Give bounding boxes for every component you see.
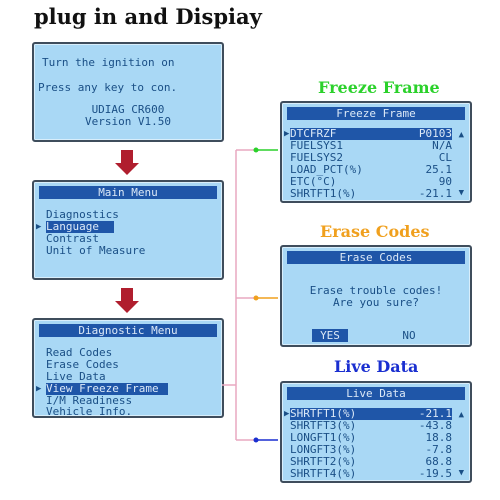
row-key: DTCFRZF <box>290 127 337 140</box>
freeze-frame-row[interactable]: DTCFRZF P0103 <box>290 128 452 140</box>
row-value: -7.8 <box>425 443 453 456</box>
freeze-frame-row[interactable]: FUELSYS2 CL <box>290 152 452 164</box>
row-value: -21.1 <box>418 187 452 200</box>
row-key: SHRTFT1(%) <box>290 187 357 200</box>
freeze-frame-title: Freeze Frame <box>287 107 465 120</box>
row-key: FUELSYS2 <box>290 151 343 164</box>
erase-confirm-question: Are you sure? <box>332 296 420 309</box>
row-value: -21.1 <box>418 407 452 420</box>
start-line: Press any key to con. <box>38 81 178 94</box>
row-value: 18.8 <box>425 431 453 444</box>
start-line: Version V1.50 <box>84 115 172 128</box>
menu-item-im-readiness[interactable]: I/M Readiness <box>46 394 133 407</box>
row-value: 25.1 <box>425 163 453 176</box>
flow-down-arrow-icon <box>115 288 139 314</box>
live-data-row[interactable]: SHRTFT2(%) 68.8 <box>290 456 452 468</box>
live-data-row[interactable]: SHRTFT1(%) -21.1 <box>290 408 452 420</box>
row-key: SHRTFT2(%) <box>290 455 357 468</box>
main-menu-screen: Main Menu Diagnostics ▶ Language Contras… <box>32 180 224 280</box>
menu-item-unit-of-measure[interactable]: Unit of Measure <box>46 244 146 257</box>
live-data-row[interactable]: LONGFT1(%) 18.8 <box>290 432 452 444</box>
row-key: SHRTFT4(%) <box>290 467 357 480</box>
row-key: ETC(°C) <box>290 175 337 188</box>
diagnostic-menu-title: Diagnostic Menu <box>39 324 217 337</box>
main-menu-title: Main Menu <box>39 186 217 199</box>
menu-item-live-data[interactable]: Live Data <box>46 370 106 383</box>
erase-message: Erase trouble codes! <box>309 284 443 297</box>
section-title-freeze-frame: Freeze Frame <box>318 78 440 97</box>
erase-codes-screen: Erase Codes Erase trouble codes! Are you… <box>280 245 472 347</box>
selector-caret-icon: ▶ <box>284 129 290 139</box>
freeze-frame-row[interactable]: ETC(°C) 90 <box>290 176 452 188</box>
row-key: LONGFT3(%) <box>290 443 357 456</box>
freeze-frame-screen: Freeze Frame ▶ DTCFRZF P0103 FUELSYS1 N/… <box>280 101 472 203</box>
menu-item-language[interactable]: Language <box>46 221 114 233</box>
selector-caret-icon: ▶ <box>36 222 42 232</box>
selector-caret-icon: ▶ <box>36 384 42 394</box>
freeze-frame-row[interactable]: LOAD_PCT(%) 25.1 <box>290 164 452 176</box>
row-key: LOAD_PCT(%) <box>290 163 363 176</box>
row-value: 68.8 <box>425 455 453 468</box>
menu-item-view-freeze-frame[interactable]: View Freeze Frame <box>46 383 168 395</box>
page-title: plug in and Dispiay <box>34 4 262 29</box>
scroll-down-icon[interactable]: ▼ <box>458 188 464 198</box>
row-value: CL <box>438 151 452 164</box>
section-title-live-data: Live Data <box>334 357 419 376</box>
scroll-down-icon[interactable]: ▼ <box>458 468 464 478</box>
erase-codes-title: Erase Codes <box>287 251 465 264</box>
row-value: P0103 <box>418 127 452 140</box>
section-title-erase-codes: Erase Codes <box>320 222 430 241</box>
row-value: -43.8 <box>418 419 452 432</box>
start-line: UDIAG CR600 <box>91 103 165 116</box>
flow-down-arrow-icon <box>115 150 139 176</box>
row-key: LONGFT1(%) <box>290 431 357 444</box>
live-data-screen: Live Data ▶ SHRTFT1(%) -21.1 SHRTFT3(%) … <box>280 381 472 483</box>
start-screen: Turn the ignition on Press any key to co… <box>32 42 224 142</box>
live-data-row[interactable]: SHRTFT3(%) -43.8 <box>290 420 452 432</box>
menu-item-diagnostics[interactable]: Diagnostics <box>46 208 119 221</box>
scroll-up-icon[interactable]: ▲ <box>458 130 464 140</box>
menu-item-erase-codes[interactable]: Erase Codes <box>46 358 119 371</box>
selector-caret-icon: ▶ <box>284 409 290 419</box>
menu-item-contrast[interactable]: Contrast <box>46 232 99 245</box>
freeze-frame-row[interactable]: SHRTFT1(%) -21.1 <box>290 188 452 200</box>
live-data-row[interactable]: SHRTFT4(%) -19.5 <box>290 468 452 480</box>
row-key: SHRTFT1(%) <box>290 407 357 420</box>
live-data-row[interactable]: LONGFT3(%) -7.8 <box>290 444 452 456</box>
row-value: N/A <box>432 139 452 152</box>
menu-item-vehicle-info[interactable]: Vehicle Info. <box>46 407 133 416</box>
no-button[interactable]: NO <box>402 329 416 342</box>
menu-item-read-codes[interactable]: Read Codes <box>46 346 113 359</box>
start-line: Turn the ignition on <box>42 56 175 69</box>
row-value: 90 <box>438 175 452 188</box>
freeze-frame-row[interactable]: FUELSYS1 N/A <box>290 140 452 152</box>
row-key: SHRTFT3(%) <box>290 419 357 432</box>
row-value: -19.5 <box>418 467 452 480</box>
scroll-up-icon[interactable]: ▲ <box>458 410 464 420</box>
yes-button[interactable]: YES <box>312 329 348 342</box>
diagnostic-menu-screen: Diagnostic Menu Read Codes Erase Codes L… <box>32 318 224 418</box>
live-data-title: Live Data <box>287 387 465 400</box>
row-key: FUELSYS1 <box>290 139 343 152</box>
